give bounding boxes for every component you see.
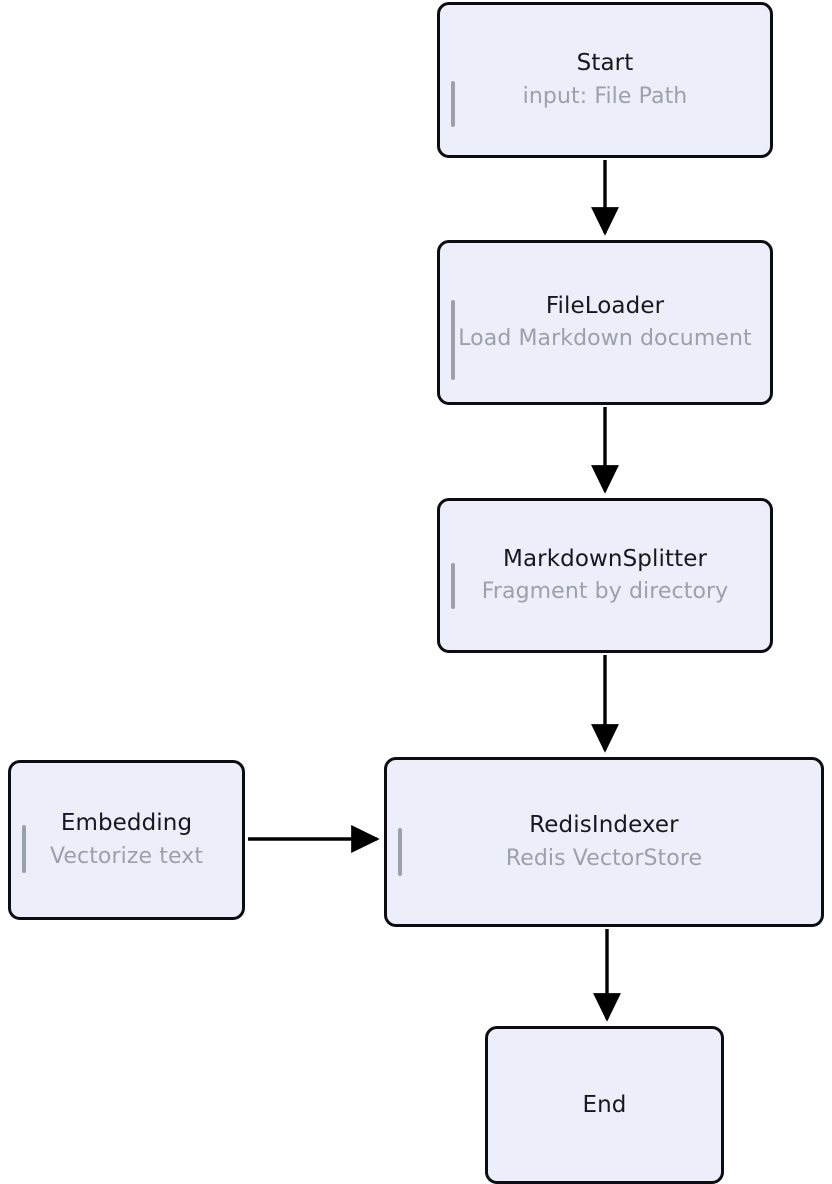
node-redisindexer-subtitle: Redis VectorStore xyxy=(505,845,703,871)
node-markdownsplitter-subtitle: Fragment by directory xyxy=(481,579,729,605)
node-end[interactable]: End xyxy=(485,1026,724,1184)
node-embedding[interactable]: Embedding Vectorize text xyxy=(8,760,245,920)
node-redisindexer-title: RedisIndexer xyxy=(529,812,679,839)
accent-bar-icon xyxy=(451,563,455,609)
node-start-subtitle: input: File Path xyxy=(522,83,688,109)
node-end-title: End xyxy=(582,1091,627,1118)
node-start-title: Start xyxy=(576,50,634,77)
accent-bar-icon xyxy=(398,828,402,876)
node-markdownsplitter[interactable]: MarkdownSplitter Fragment by directory xyxy=(437,498,773,653)
node-redisindexer[interactable]: RedisIndexer Redis VectorStore xyxy=(384,757,824,927)
node-fileloader-subtitle: Load Markdown document xyxy=(458,326,752,352)
node-embedding-subtitle: Vectorize text xyxy=(49,843,204,869)
node-embedding-title: Embedding xyxy=(60,810,193,837)
node-start[interactable]: Start input: File Path xyxy=(437,2,773,158)
accent-bar-icon xyxy=(451,81,455,127)
node-markdownsplitter-title: MarkdownSplitter xyxy=(503,545,707,572)
node-fileloader-title: FileLoader xyxy=(545,292,665,319)
accent-bar-icon xyxy=(22,825,26,873)
accent-bar-icon xyxy=(451,300,455,380)
node-fileloader[interactable]: FileLoader Load Markdown document xyxy=(437,240,773,405)
